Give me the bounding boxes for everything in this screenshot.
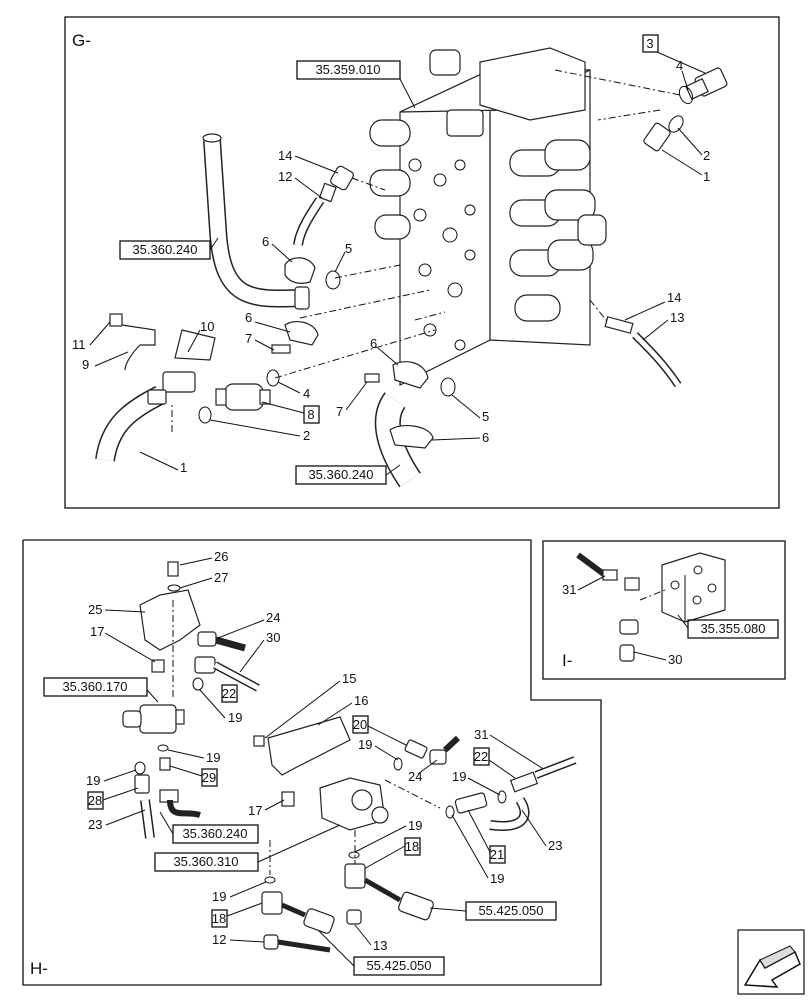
valve-35-360-310 [319, 777, 389, 831]
arrow-left-icon[interactable] [737, 929, 805, 995]
section-g-frame [64, 16, 780, 509]
ref-35-360-240-a: 35.360.240 [132, 242, 197, 257]
section-i-label: I- [562, 651, 572, 670]
label-12: 12 [278, 169, 292, 184]
box-22-a: 22 [222, 686, 236, 701]
label-19-c: 19 [86, 773, 100, 788]
label-23-b: 23 [548, 838, 562, 853]
label-10: 10 [200, 319, 214, 334]
label-1-a: 1 [703, 169, 710, 184]
label-6-d: 6 [482, 430, 489, 445]
box-3: 3 [646, 36, 653, 51]
label-26: 26 [214, 549, 228, 564]
label-24-a: 24 [266, 610, 280, 625]
label-13: 13 [670, 310, 684, 325]
label-19-h: 19 [212, 889, 226, 904]
valve-35-355-080 [661, 552, 726, 623]
label-11: 11 [72, 337, 86, 352]
label-30-a: 30 [266, 630, 280, 645]
label-31-i: 31 [562, 582, 576, 597]
ref-35-360-310: 35.360.310 [173, 854, 238, 869]
ref-box-35-359-010 [296, 60, 401, 80]
bracket-25 [139, 589, 201, 651]
label-16: 16 [354, 693, 368, 708]
label-19-f: 19 [490, 871, 504, 886]
sensor-8 [215, 383, 271, 411]
box-18-a: 18 [405, 839, 419, 854]
section-i-frame [542, 540, 786, 680]
valve-35-360-170 [122, 704, 185, 734]
label-17-b: 17 [248, 803, 262, 818]
label-5-a: 5 [345, 241, 352, 256]
label-17-a: 17 [90, 624, 104, 639]
fitting-14-elbow [318, 165, 354, 203]
label-1-b: 1 [180, 460, 187, 475]
label-31-a: 31 [474, 727, 488, 742]
label-15: 15 [342, 671, 356, 686]
label-2-b: 2 [303, 428, 310, 443]
label-14-b: 14 [667, 290, 681, 305]
ref-35-359-010: 35.359.010 [315, 62, 380, 77]
label-4-a: 4 [676, 58, 683, 73]
section-g-label: G- [72, 31, 91, 50]
label-2-a: 2 [703, 148, 710, 163]
box-18-b: 18 [212, 911, 226, 926]
control-valve-block [369, 47, 607, 386]
section-h-label: H- [30, 959, 48, 978]
label-19-b: 19 [206, 750, 220, 765]
label-19-a: 19 [228, 710, 242, 725]
label-19-d: 19 [358, 737, 372, 752]
bracket-16 [267, 716, 351, 776]
label-14-a: 14 [278, 148, 292, 163]
ref-35-360-240-b: 35.360.240 [308, 467, 373, 482]
section-h-frame [22, 539, 602, 986]
label-7-a: 7 [245, 331, 252, 346]
label-30-i: 30 [668, 652, 682, 667]
box-21: 21 [490, 847, 504, 862]
label-5-b: 5 [482, 409, 489, 424]
box-8: 8 [307, 407, 314, 422]
label-19-g: 19 [408, 818, 422, 833]
label-27: 27 [214, 570, 228, 585]
label-6-a: 6 [262, 234, 269, 249]
box-20: 20 [353, 717, 367, 732]
box-22-b: 22 [474, 749, 488, 764]
label-7-b: 7 [336, 404, 343, 419]
label-23-a: 23 [88, 817, 102, 832]
label-25: 25 [88, 602, 102, 617]
ref-35-360-240-c: 35.360.240 [182, 826, 247, 841]
ref-55-425-050-a: 55.425.050 [478, 903, 543, 918]
box-28: 28 [88, 793, 102, 808]
ref-35-360-170: 35.360.170 [62, 679, 127, 694]
label-6-b: 6 [245, 310, 252, 325]
label-19-e: 19 [452, 769, 466, 784]
clamp-6-a [284, 257, 316, 284]
label-9: 9 [82, 357, 89, 372]
ref-55-425-050-b: 55.425.050 [366, 958, 431, 973]
box-29: 29 [202, 770, 216, 785]
label-12-h: 12 [212, 932, 226, 947]
fitting-3 [678, 67, 728, 105]
label-6-c: 6 [370, 336, 377, 351]
ref-35-355-080: 35.355.080 [700, 621, 765, 636]
label-4-b: 4 [303, 386, 310, 401]
label-24-b: 24 [408, 769, 422, 784]
label-13: 13 [373, 938, 387, 953]
